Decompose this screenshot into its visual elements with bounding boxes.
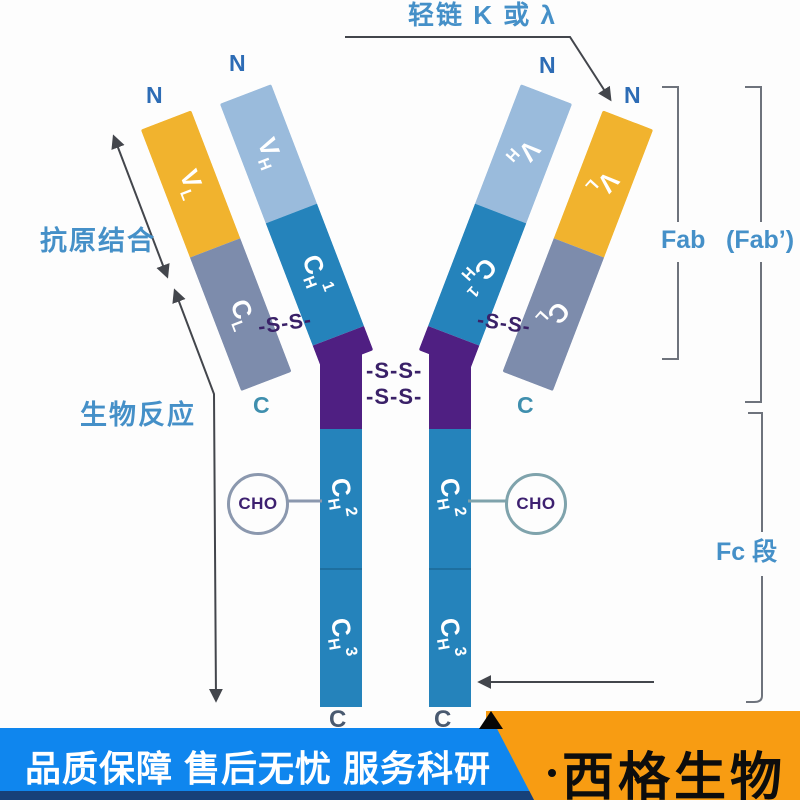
disulfide-bond-hinge-2: -S-S- <box>366 384 423 409</box>
domain-vh-left: VH <box>219 84 318 224</box>
cho-label: CHO <box>516 494 556 513</box>
domain-label-vl: VL <box>582 165 626 199</box>
domain-label-cl: CL <box>531 295 576 330</box>
domain-label-ch3: CH3 <box>433 615 471 658</box>
domain-label-cl: CL <box>224 295 259 335</box>
domain-label-vh: VH <box>251 134 286 174</box>
domain-label-ch2: CH2 <box>433 475 471 518</box>
biological-response-extent-arrow <box>172 288 223 703</box>
domain-label-vl: VL <box>174 165 209 203</box>
light-chain-title: 轻链 K 或 λ <box>408 0 557 30</box>
heavy-chain-right-lower: CH2 CH3 <box>429 350 471 707</box>
heavy-chain-left-lower: CH2 CH3 <box>320 350 362 707</box>
n-terminal-heavy-left: N <box>229 50 246 76</box>
banner-triangle-accent <box>479 711 503 729</box>
domain-ch2-right: CH2 <box>429 428 471 570</box>
c-terminal-light-right: C <box>517 392 534 418</box>
antigen-binding-label: 抗原结合 <box>40 226 156 256</box>
light-chain-pointer-arrow <box>345 36 612 102</box>
domain-vl-right: VL <box>553 110 654 258</box>
c-terminal-heavy-left: C <box>329 706 347 733</box>
domain-label-ch2: CH2 <box>324 475 362 518</box>
domain-ch3-left: CH3 <box>320 569 362 707</box>
domain-label-vh: VH <box>501 134 547 168</box>
banner-bottom-stripe <box>0 791 534 800</box>
fab-prime-label: (Fab’) <box>726 226 795 254</box>
fc-segment-label: Fc 段 <box>716 538 778 566</box>
c-terminal-heavy-right: C <box>434 706 452 733</box>
cho-carbohydrate-left: CHO <box>227 473 289 535</box>
n-terminal-heavy-right: N <box>539 52 556 78</box>
domain-vh-right: VH <box>474 84 573 224</box>
company-name: 西格生物 <box>562 749 787 807</box>
fab-bracket <box>662 86 679 360</box>
banner-slogan-text: 品质保障 售后无忧 服务科研 <box>25 748 492 789</box>
banner-company-panel: 西格生物 <box>486 711 800 807</box>
c-terminal-light-left: C <box>253 392 270 418</box>
domain-label-ch3: CH3 <box>324 615 362 658</box>
biological-response-label: 生物反应 <box>80 400 196 430</box>
n-terminal-light-left: N <box>146 82 163 108</box>
domain-label-ch1: CH1 <box>296 250 338 294</box>
cho-label: CHO <box>238 494 278 513</box>
fab-label: Fab <box>661 226 706 254</box>
cho-carbohydrate-right: CHO <box>505 473 567 535</box>
n-terminal-light-right: N <box>624 82 641 108</box>
domain-ch3-right: CH3 <box>429 569 471 707</box>
domain-ch2-left: CH2 <box>320 428 362 570</box>
disulfide-bond-hinge-1: -S-S- <box>366 358 423 383</box>
hinge-right <box>429 350 471 429</box>
bullet-dot <box>548 769 556 777</box>
banner-slogan-panel: 品质保障 售后无忧 服务科研 <box>0 728 534 800</box>
disulfide-bond-left: -S-S- <box>256 308 314 339</box>
hinge-left <box>320 350 362 429</box>
domain-label-ch1: CH1 <box>457 251 504 301</box>
